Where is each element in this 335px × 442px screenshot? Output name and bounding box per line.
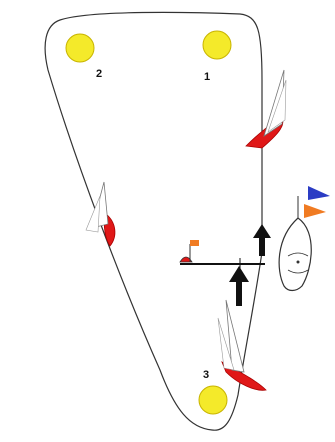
mark-1: 1 bbox=[202, 30, 232, 83]
wind-arrow-icon-lower bbox=[229, 266, 249, 306]
wind-arrow-icon bbox=[253, 224, 271, 256]
mark-2: 2 bbox=[65, 33, 102, 80]
mark-3-label: 3 bbox=[203, 369, 209, 381]
orange-flag-icon bbox=[304, 204, 326, 218]
mark-1-label: 1 bbox=[204, 71, 210, 83]
pin-end-flag bbox=[179, 240, 199, 263]
blue-flag-icon bbox=[308, 186, 330, 200]
mark-2-label: 2 bbox=[96, 68, 102, 80]
mark-3: 3 bbox=[198, 369, 228, 415]
race-course-outline bbox=[44, 11, 263, 431]
sailboat-icon-left bbox=[85, 181, 116, 247]
sailboat-icon-bottom bbox=[217, 299, 267, 391]
committee-boat bbox=[278, 186, 330, 292]
sailboat-icon bbox=[245, 69, 287, 149]
